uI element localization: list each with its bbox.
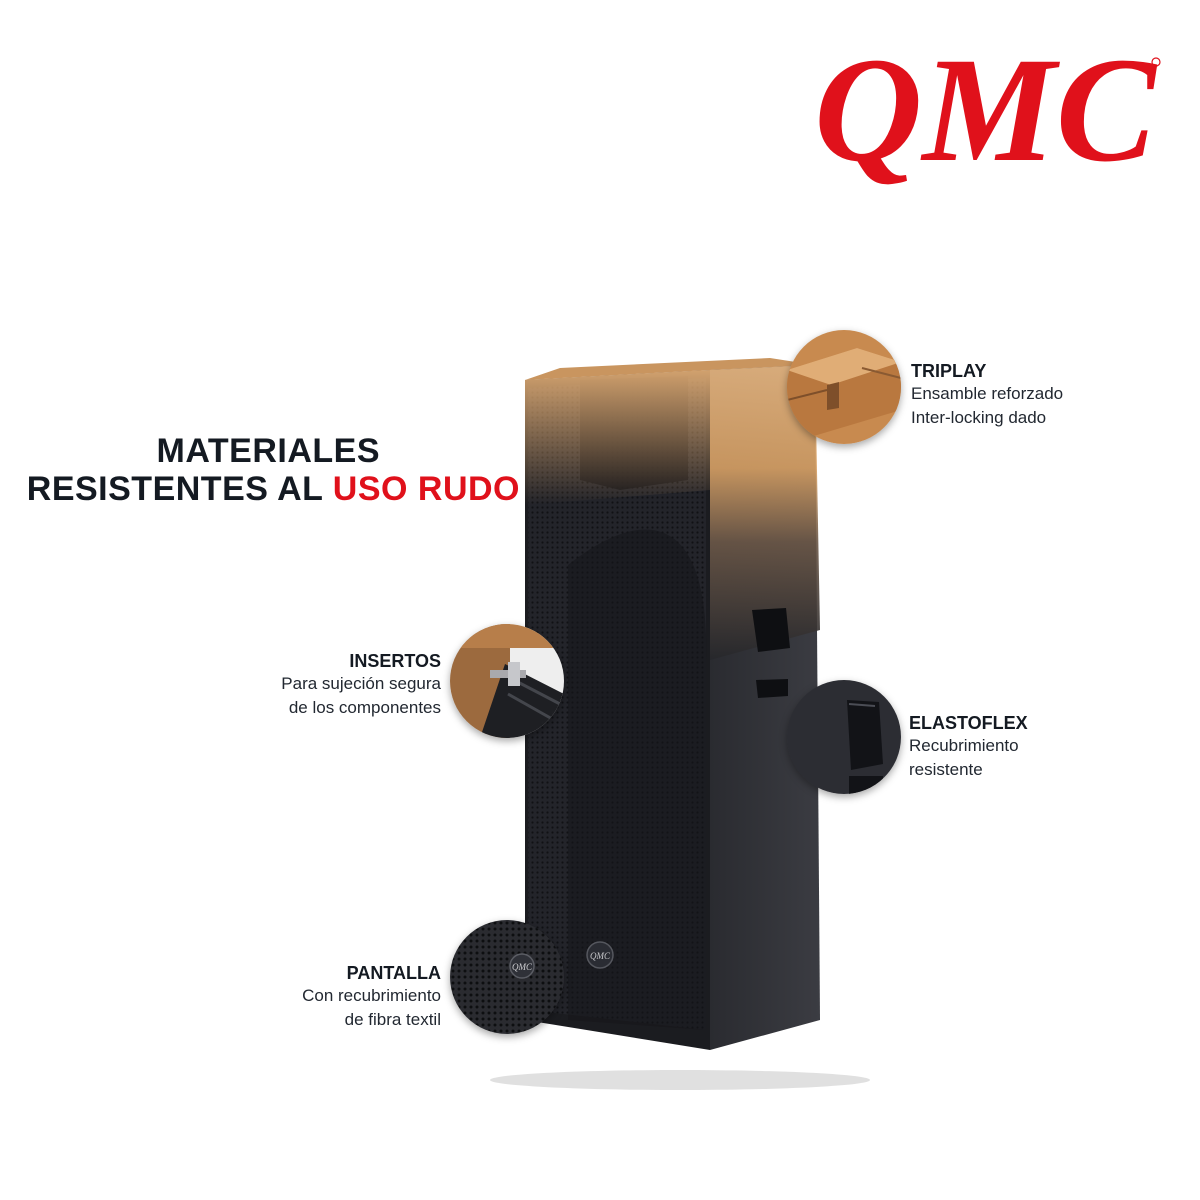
feature-pantalla-title: PANTALLA xyxy=(346,963,441,983)
feature-elastoflex-title: ELASTOFLEX xyxy=(909,713,1028,733)
feature-insertos-line1: Para sujeción segura xyxy=(281,674,441,693)
svg-text:QMC: QMC xyxy=(814,27,1158,193)
brand-logo: QMC xyxy=(800,10,1170,200)
feature-pantalla-line1: Con recubrimiento xyxy=(302,986,441,1005)
grille-icon: QMC xyxy=(450,920,564,1034)
headline: MATERIALES RESISTENTES AL USO RUDO xyxy=(0,432,520,508)
headline-line1: MATERIALES xyxy=(156,432,380,470)
coating-handle-icon xyxy=(787,680,901,794)
feature-triplay: TRIPLAY Ensamble reforzado Inter-locking… xyxy=(911,360,1063,430)
feature-pantalla: PANTALLA Con recubrimiento de fibra text… xyxy=(200,962,441,1032)
feature-elastoflex-line1: Recubrimiento xyxy=(909,736,1019,755)
insert-bolt-icon xyxy=(450,624,564,738)
feature-insertos-title: INSERTOS xyxy=(349,651,441,671)
feature-elastoflex: ELASTOFLEX Recubrimiento resistente xyxy=(909,712,1028,782)
headline-line2: RESISTENTES AL USO RUDO xyxy=(0,470,520,508)
speaker-cabinet-image: QMC xyxy=(470,330,870,1090)
feature-pantalla-line2: de fibra textil xyxy=(344,1010,441,1029)
feature-insertos-line2: de los componentes xyxy=(288,698,441,717)
feature-elastoflex-line2: resistente xyxy=(909,760,983,779)
headline-line2-prefix: RESISTENTES AL xyxy=(26,470,333,508)
wood-joint-icon xyxy=(787,330,901,444)
feature-triplay-line1: Ensamble reforzado xyxy=(911,384,1064,403)
svg-text:QMC: QMC xyxy=(590,951,611,961)
svg-text:QMC: QMC xyxy=(512,962,533,972)
feature-insertos: INSERTOS Para sujeción segura de los com… xyxy=(200,650,441,720)
headline-highlight: USO RUDO xyxy=(332,470,520,508)
feature-triplay-line2: Inter-locking dado xyxy=(911,408,1047,427)
feature-triplay-title: TRIPLAY xyxy=(911,361,987,381)
